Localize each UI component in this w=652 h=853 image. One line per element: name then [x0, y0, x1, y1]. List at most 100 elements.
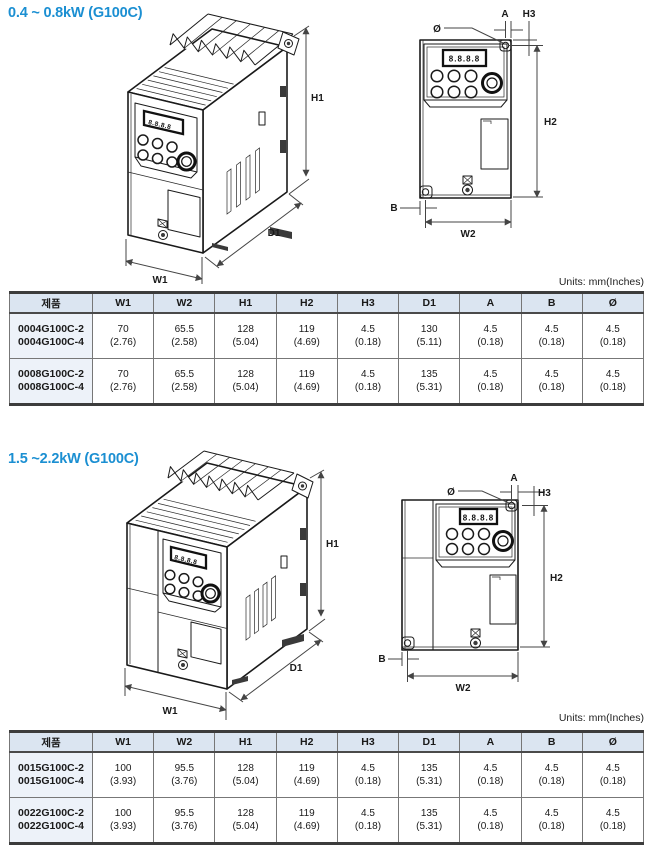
diameter-label: Ø [447, 487, 455, 498]
value-cell: 128(5.04) [214, 751, 277, 798]
header-row: 제품 W1 W2 H1 H2 H3 D1 A B Ø [9, 731, 645, 753]
value-cell: 4.5(0.18) [520, 312, 583, 359]
units-note-2: Units: mm(Inches) [558, 712, 644, 724]
value-cell: 119(4.69) [275, 797, 338, 844]
front-seam [127, 171, 204, 191]
col-header-b: B [520, 731, 583, 753]
h1-dimension [308, 469, 326, 632]
h1-label: H1 [311, 93, 324, 104]
ground-screw [470, 628, 481, 649]
d1-label: D1 [268, 228, 281, 239]
header-row: 제품 W1 W2 H1 H2 H3 D1 A B Ø [9, 292, 645, 314]
value-cell: 4.5(0.18) [520, 751, 583, 798]
col-header-d1: D1 [398, 731, 461, 753]
value-cell: 70(2.76) [91, 358, 155, 405]
diameter-leader [458, 490, 510, 504]
h3-dimension [508, 21, 543, 56]
a-label: A [501, 9, 508, 20]
value-cell: 4.5(0.18) [581, 358, 645, 405]
keypad-panel: 8.8.8.8 [162, 538, 222, 613]
value-cell: 4.5(0.18) [581, 312, 645, 359]
side-cover [480, 118, 509, 170]
w2-label: W2 [461, 229, 476, 240]
a-dimension [494, 21, 523, 38]
value-cell: 4.5(0.18) [459, 312, 522, 359]
front-seam [157, 611, 228, 629]
value-cell: 95.5(3.76) [153, 751, 216, 798]
col-header-product: 제품 [9, 731, 93, 753]
col-header-a: A [459, 731, 522, 753]
w2-dimension [424, 200, 512, 228]
b-dimension [388, 652, 419, 666]
w1-dimension [124, 668, 227, 720]
value-cell: 65.5(2.58) [153, 358, 216, 405]
ground-screw [462, 175, 473, 196]
section-2-drawings: 8.8.8.8 [124, 450, 563, 720]
value-cell: 65.5(2.58) [153, 312, 216, 359]
section-2-title: 1.5 ~2.2kW (G100C) [8, 451, 139, 467]
mounting-hole-bottom-left [401, 636, 415, 650]
col-header-h2: H2 [275, 731, 338, 753]
value-cell: 100(3.93) [91, 751, 155, 798]
h3-label: H3 [523, 9, 536, 20]
b-label: B [390, 203, 397, 214]
value-cell: 128(5.04) [214, 312, 277, 359]
keypad-buttons [137, 134, 178, 168]
mounting-bracket [277, 31, 300, 56]
col-header-h1: H1 [214, 292, 277, 314]
h1-dimension [288, 25, 310, 195]
keypad-display [142, 109, 185, 136]
left-seam [126, 587, 159, 596]
value-cell: 4.5(0.18) [336, 312, 400, 359]
col-header-h1: H1 [214, 731, 277, 753]
value-cell: 4.5(0.18) [581, 797, 645, 844]
col-header-h3: H3 [336, 292, 400, 314]
ground-screw [177, 648, 188, 670]
value-cell: 4.5(0.18) [520, 797, 583, 844]
h1-label: H1 [326, 539, 339, 550]
col-header-w2: W2 [153, 731, 216, 753]
h2-dimension [520, 504, 550, 648]
keypad-display [441, 48, 488, 68]
d1-dimension [228, 631, 324, 703]
a-label: A [510, 473, 517, 484]
col-header-product: 제품 [9, 292, 93, 314]
value-cell: 128(5.04) [214, 797, 277, 844]
keypad-display [169, 545, 208, 570]
col-header-a: A [459, 292, 522, 314]
b-dimension [400, 201, 437, 215]
front-view-drawing-1: 8.8.8.8 Ø A H3 [390, 9, 557, 240]
a-dimension [500, 485, 545, 502]
display-digits: 8.8.8.8 [449, 55, 480, 64]
col-header-w1: W1 [91, 292, 155, 314]
d1-dimension [204, 193, 304, 269]
diameter-label: Ø [433, 24, 441, 35]
iso-view-drawing-1: 8.8.8.8 [125, 13, 324, 286]
value-cell: 135(5.31) [398, 797, 461, 844]
col-header-w2: W2 [153, 292, 216, 314]
value-cell: 4.5(0.18) [336, 358, 400, 405]
col-header-dia: Ø [581, 292, 645, 314]
value-cell: 70(2.76) [91, 312, 155, 359]
value-cell: 4.5(0.18) [459, 797, 522, 844]
h3-label: H3 [538, 488, 551, 499]
value-cell: 4.5(0.18) [581, 751, 645, 798]
side-vents [245, 575, 276, 641]
value-cell: 4.5(0.18) [520, 358, 583, 405]
section-1-title: 0.4 ~ 0.8kW (G100C) [8, 5, 143, 21]
iso-view-drawing-2: 8.8.8.8 [124, 450, 339, 720]
top-vent-grille [136, 67, 234, 106]
diameter-leader [444, 27, 504, 44]
value-cell: 128(5.04) [214, 358, 277, 405]
value-cell: 4.5(0.18) [336, 751, 400, 798]
w2-dimension [406, 650, 519, 682]
side-cover [489, 574, 517, 625]
value-cell: 135(5.31) [398, 358, 461, 405]
